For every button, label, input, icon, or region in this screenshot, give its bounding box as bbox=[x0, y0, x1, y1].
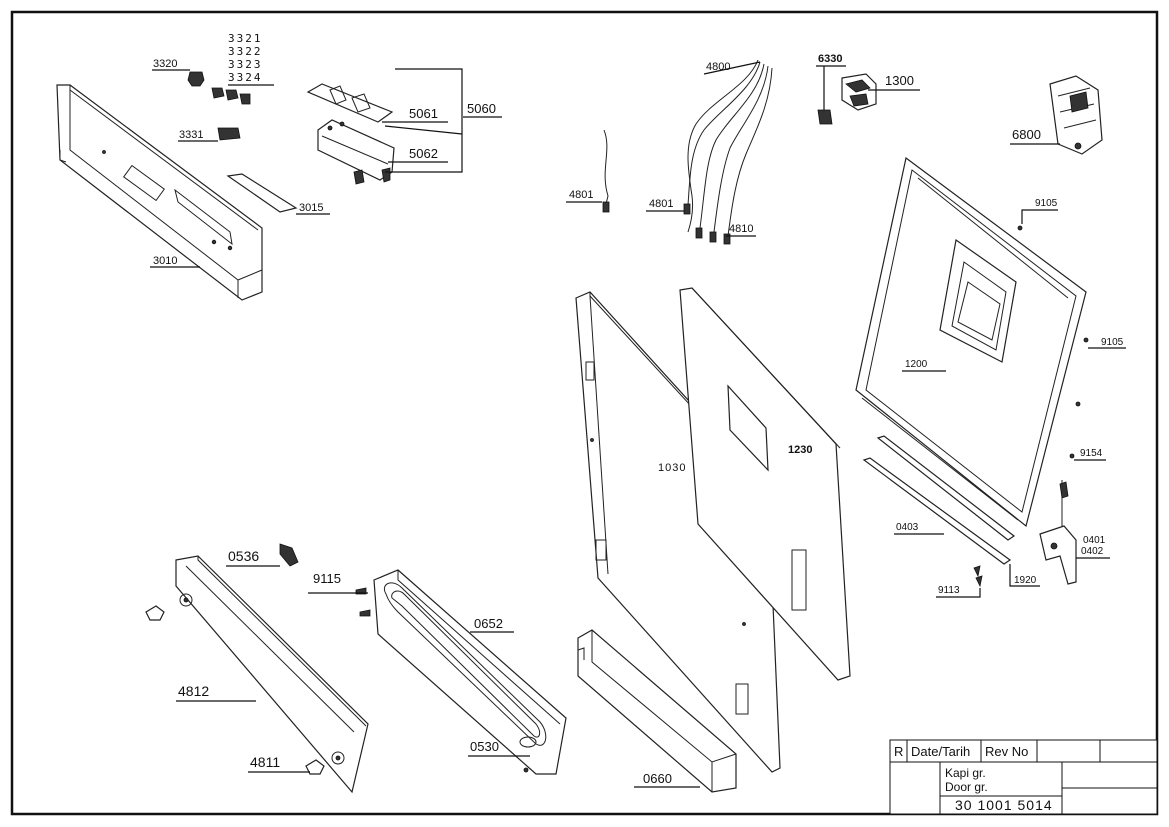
part-label-0530: 0530 bbox=[470, 739, 499, 754]
part-label-3321: 3321 bbox=[228, 32, 263, 45]
leader-9105-a bbox=[1021, 209, 1058, 224]
push-buttons-part bbox=[187, 71, 251, 141]
bottom-strip-part bbox=[862, 457, 1012, 565]
part-label-4812: 4812 bbox=[178, 683, 209, 699]
part-label-6800: 6800 bbox=[1012, 127, 1041, 142]
screw-9115-b bbox=[359, 609, 371, 617]
part-label-9113: 9113 bbox=[938, 585, 960, 596]
part-label-1030: 1030 bbox=[658, 462, 686, 474]
title-col-date: Date/Tarih bbox=[911, 744, 970, 759]
part-label-0401: 0401 bbox=[1083, 535, 1106, 546]
part-label-9105-b: 9105 bbox=[1101, 337, 1124, 348]
title-name-en: Door gr. bbox=[945, 780, 988, 794]
title-block bbox=[889, 739, 1158, 815]
screw-9154 bbox=[1069, 453, 1075, 459]
cover-strip-part bbox=[226, 173, 298, 213]
part-label-3010: 3010 bbox=[153, 255, 177, 267]
small-clip-part bbox=[279, 543, 299, 567]
part-label-0536: 0536 bbox=[228, 548, 259, 564]
part-label-0652: 0652 bbox=[474, 616, 503, 631]
part-label-5062: 5062 bbox=[409, 146, 438, 161]
part-label-3331: 3331 bbox=[179, 129, 203, 141]
screw-bottom bbox=[523, 767, 529, 773]
door-lock-part bbox=[817, 73, 877, 125]
part-label-9105-a: 9105 bbox=[1035, 198, 1058, 209]
part-label-1300: 1300 bbox=[885, 73, 914, 88]
part-label-0403: 0403 bbox=[896, 522, 919, 533]
part-label-9154: 9154 bbox=[1080, 448, 1103, 459]
gasket-strip-part bbox=[876, 435, 1016, 541]
part-label-9115: 9115 bbox=[313, 571, 341, 586]
screw-9113-b bbox=[975, 575, 983, 588]
cable-harness-part bbox=[602, 59, 773, 245]
screw-side bbox=[1075, 401, 1081, 407]
part-label-1230: 1230 bbox=[788, 444, 812, 456]
screw-9105-top bbox=[1017, 225, 1023, 231]
part-label-1920: 1920 bbox=[1014, 575, 1037, 586]
part-label-1200: 1200 bbox=[905, 359, 928, 370]
title-col-revno: Rev No bbox=[985, 744, 1028, 759]
insulation-panel-part bbox=[679, 287, 851, 681]
screw-9105-right bbox=[1083, 337, 1089, 343]
title-drawing-number: 30 1001 5014 bbox=[955, 797, 1053, 813]
control-panel-part bbox=[56, 84, 263, 301]
title-name-tr: Kapi gr. bbox=[945, 766, 986, 780]
knob-4811 bbox=[305, 759, 325, 775]
part-label-3324: 3324 bbox=[228, 71, 263, 84]
part-label-6330: 6330 bbox=[818, 53, 842, 65]
leader-9113 bbox=[936, 588, 981, 598]
screw-9113-a bbox=[973, 565, 981, 578]
part-label-4801-a: 4801 bbox=[569, 189, 593, 201]
part-label-4810: 4810 bbox=[729, 223, 753, 235]
knob-left bbox=[145, 605, 165, 621]
part-label-5060: 5060 bbox=[467, 101, 496, 116]
bracket-5060 bbox=[384, 68, 463, 173]
drawing-border bbox=[10, 10, 1159, 816]
part-label-0660: 0660 bbox=[643, 771, 672, 786]
leader-4800 bbox=[703, 61, 761, 75]
handle-frame-part bbox=[373, 569, 567, 775]
inner-door-part bbox=[855, 156, 1087, 528]
detergent-dispenser-part bbox=[1049, 75, 1103, 155]
part-label-3015: 3015 bbox=[299, 202, 323, 214]
front-decor-panel-part bbox=[175, 555, 369, 794]
leader-1920 bbox=[1009, 564, 1040, 587]
part-label-4801-b: 4801 bbox=[649, 198, 673, 210]
title-col-rev: R bbox=[894, 744, 903, 759]
part-label-3322: 3322 bbox=[228, 45, 263, 58]
part-label-0402: 0402 bbox=[1081, 546, 1104, 557]
part-label-5061: 5061 bbox=[409, 106, 438, 121]
bottom-trim-part bbox=[577, 629, 737, 793]
part-label-3323: 3323 bbox=[228, 58, 263, 71]
part-label-3320: 3320 bbox=[153, 58, 177, 70]
part-label-4811: 4811 bbox=[250, 754, 280, 770]
electronic-module-part bbox=[306, 83, 395, 185]
door-hinge-part bbox=[1039, 480, 1077, 585]
